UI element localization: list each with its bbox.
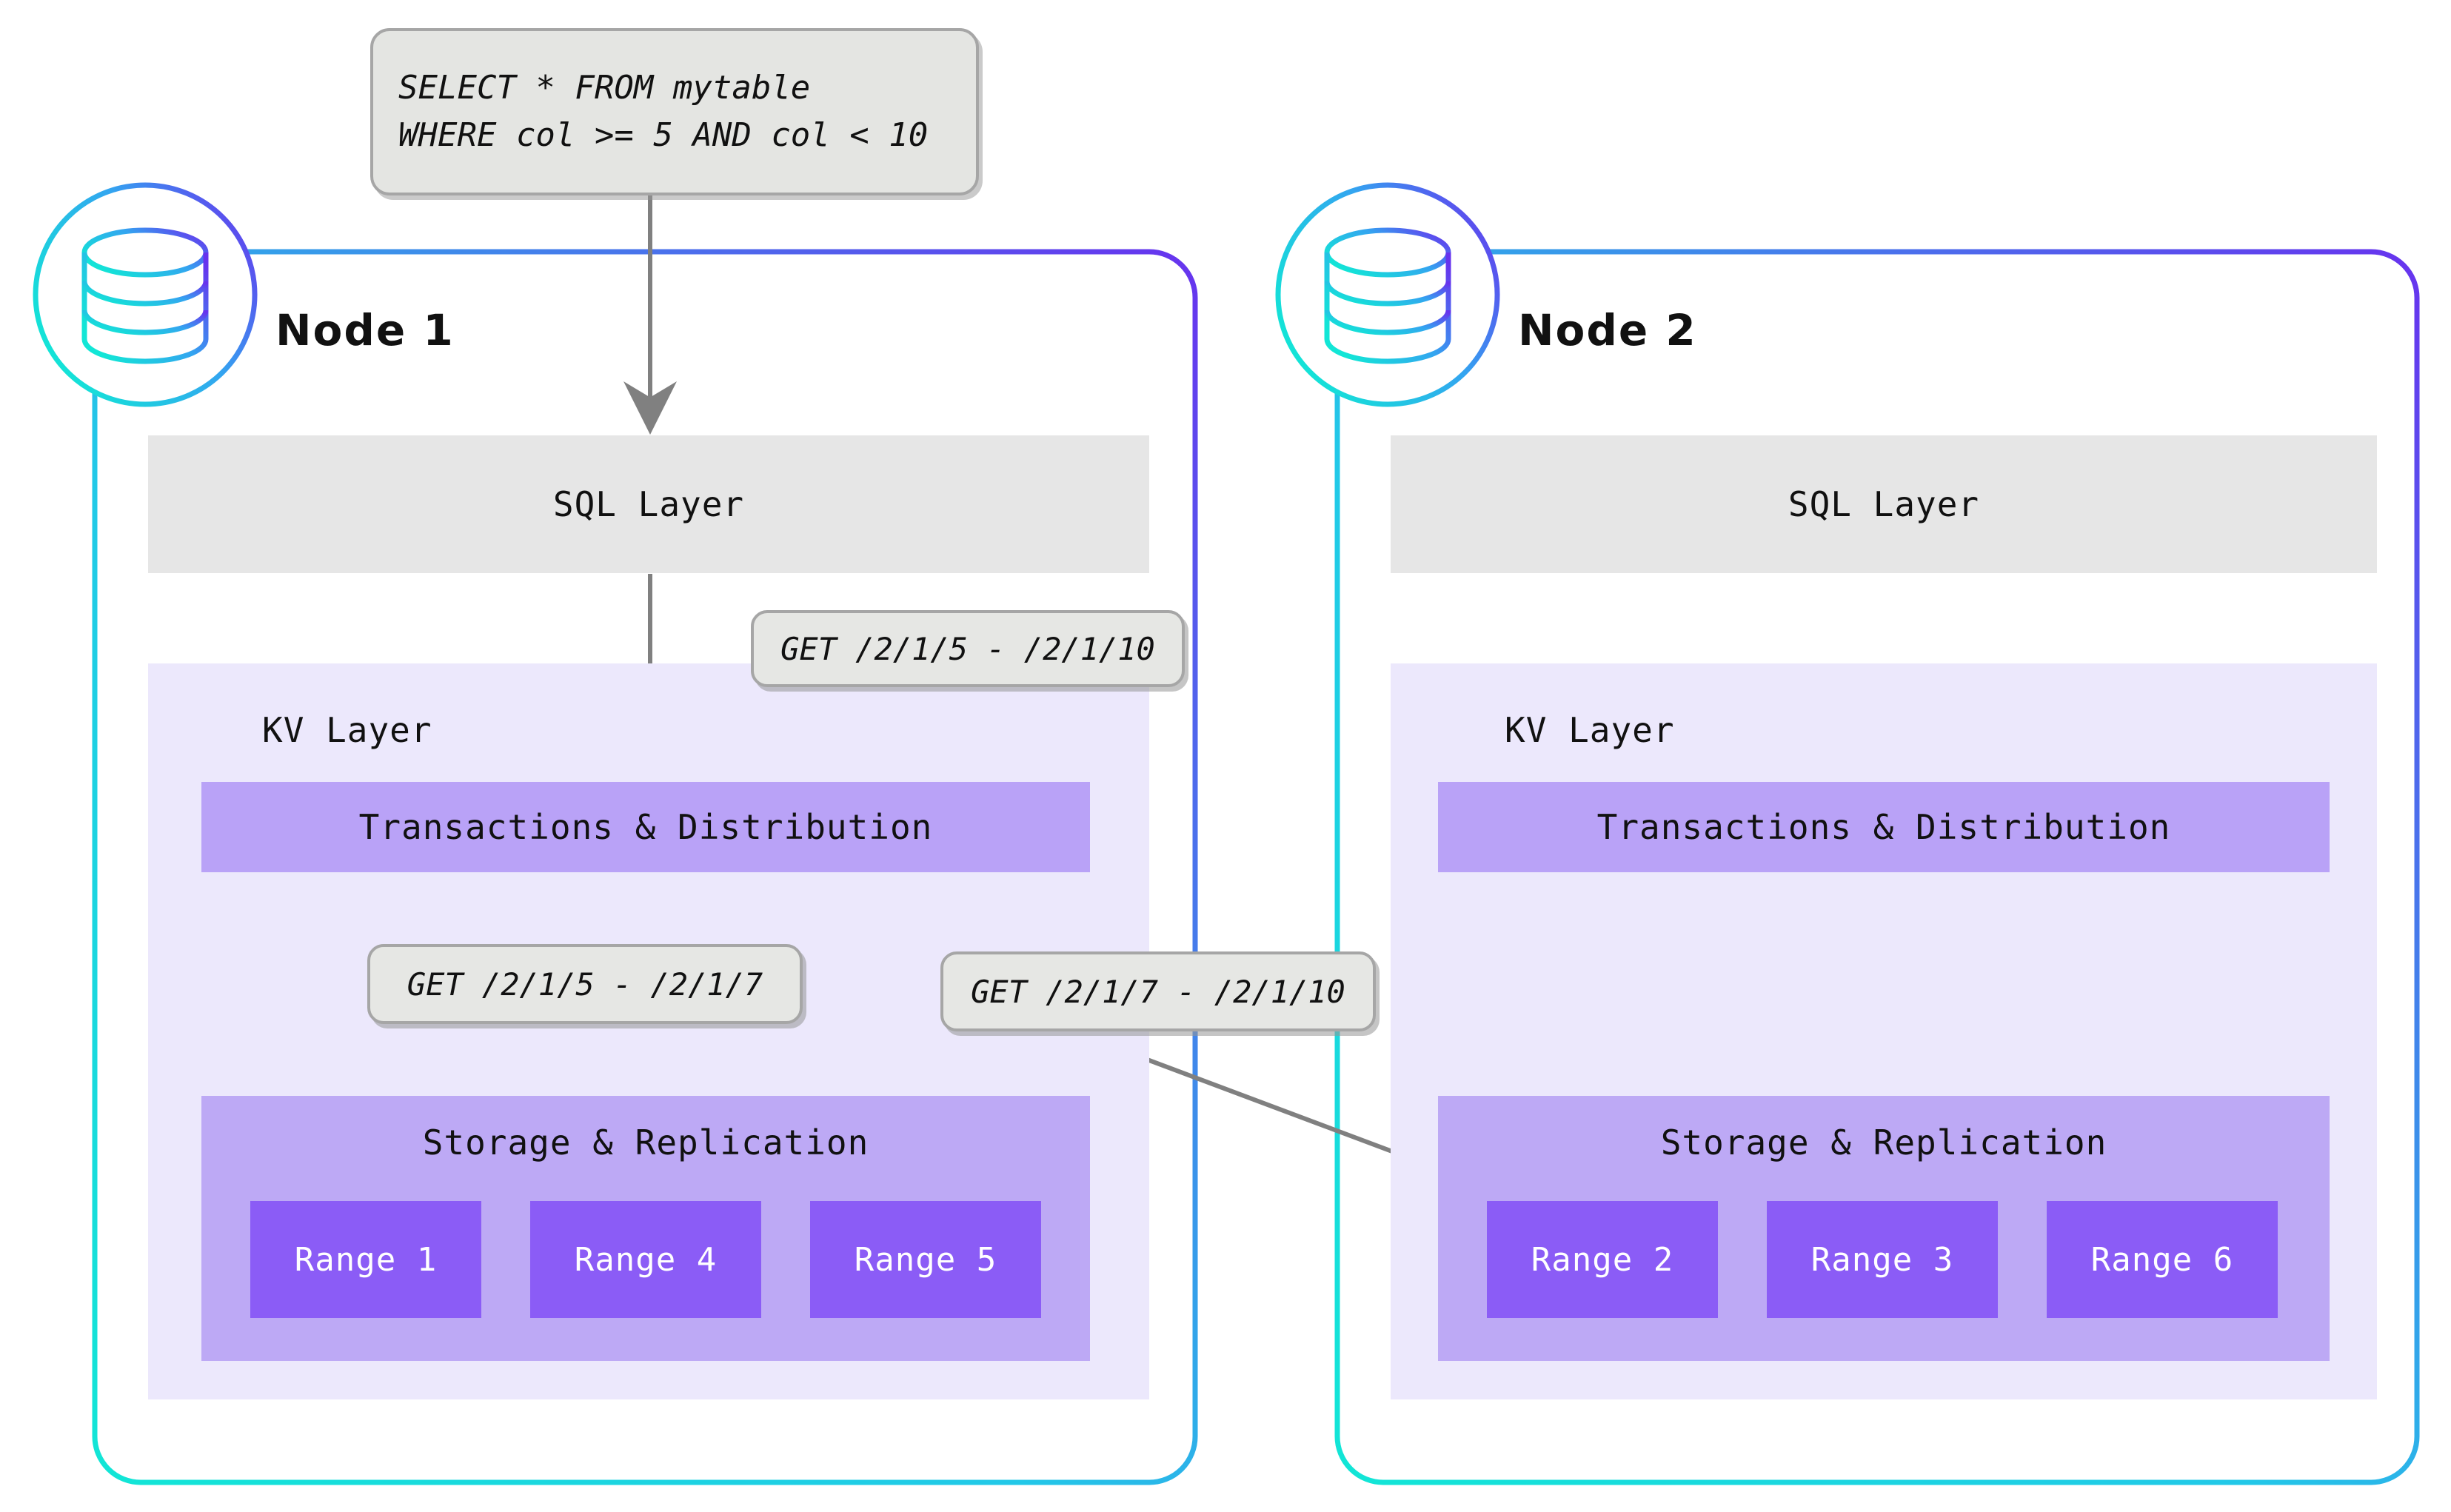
callout-get-left-range: GET /2/1/5 - /2/1/7: [367, 944, 803, 1024]
node-1-kv-layer-label: KV Layer: [262, 710, 432, 750]
node-1-title: Node 1: [275, 305, 455, 355]
node-2-range-1[interactable]: Range 3: [1767, 1201, 1998, 1318]
sql-query-line1: SELECT * FROM mytable: [398, 69, 811, 107]
node-1-range-2[interactable]: Range 5: [810, 1201, 1041, 1318]
sql-query-box: SELECT * FROM mytable WHERE col >= 5 AND…: [370, 28, 979, 195]
node-1-sql-layer: SQL Layer: [148, 435, 1149, 573]
database-icon: [1275, 182, 1500, 407]
node-2-sql-layer: SQL Layer: [1391, 435, 2377, 573]
node-1-outline: [92, 249, 1198, 1485]
callout-get-right-range: GET /2/1/7 - /2/1/10: [940, 951, 1376, 1031]
database-icon: [33, 182, 258, 407]
node-2-range-0[interactable]: Range 2: [1487, 1201, 1718, 1318]
node-2-kv-layer-label: KV Layer: [1505, 710, 1675, 750]
node-2-range-2[interactable]: Range 6: [2047, 1201, 2278, 1318]
node-1-range-1[interactable]: Range 4: [530, 1201, 761, 1318]
node-2-title: Node 2: [1518, 305, 1697, 355]
node-1-range-0[interactable]: Range 1: [250, 1201, 481, 1318]
node-1-storage-label: Storage & Replication: [422, 1123, 869, 1163]
node-1-transactions-bar: Transactions & Distribution: [201, 782, 1090, 872]
callout-get-full-range: GET /2/1/5 - /2/1/10: [751, 610, 1185, 687]
sql-query-line2: WHERE col >= 5 AND col < 10: [398, 116, 929, 154]
node-2-storage-label: Storage & Replication: [1660, 1123, 2107, 1163]
node-2-outline: [1334, 249, 2420, 1485]
node-2-transactions-bar: Transactions & Distribution: [1438, 782, 2330, 872]
